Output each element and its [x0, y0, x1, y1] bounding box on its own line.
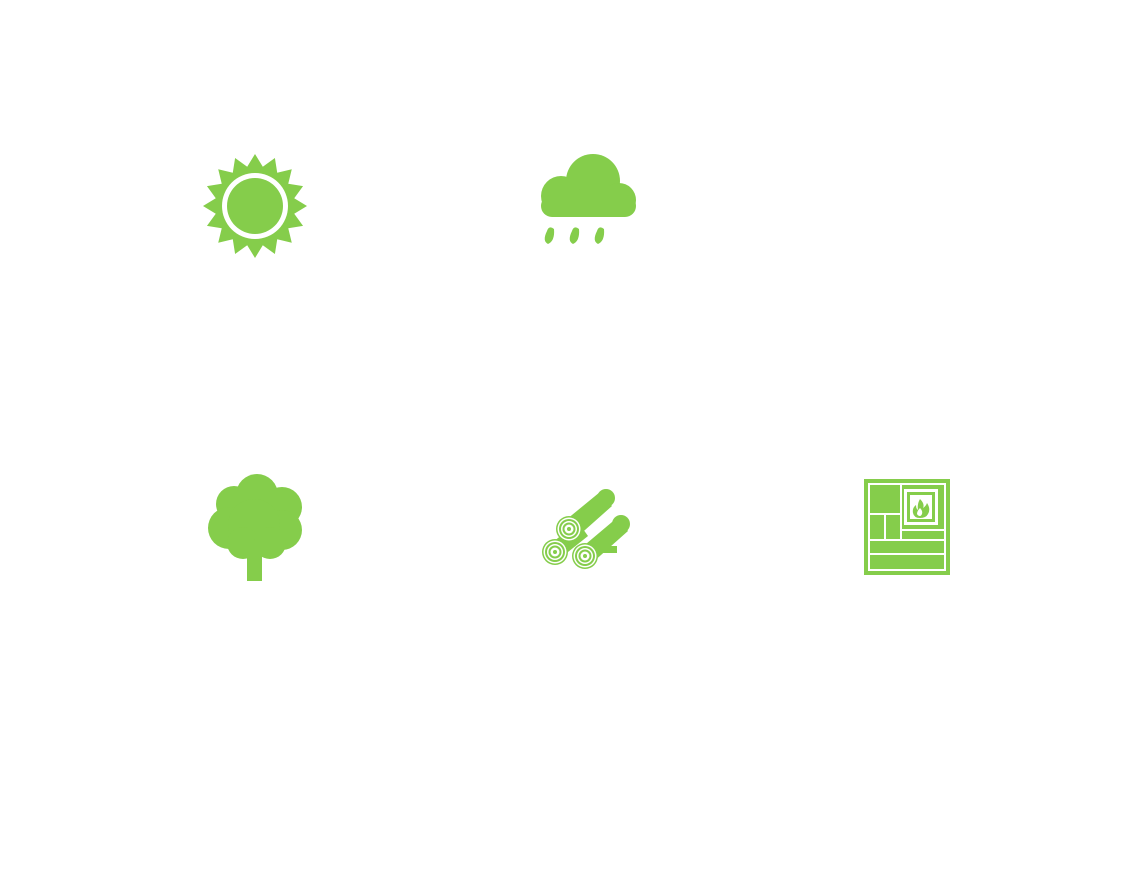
tiled-stove-icon: [864, 479, 950, 575]
firewood-logs-icon: [540, 486, 630, 572]
tree-icon: [206, 473, 304, 581]
rain-cloud-icon: [530, 153, 638, 247]
sun-icon: [203, 154, 307, 258]
